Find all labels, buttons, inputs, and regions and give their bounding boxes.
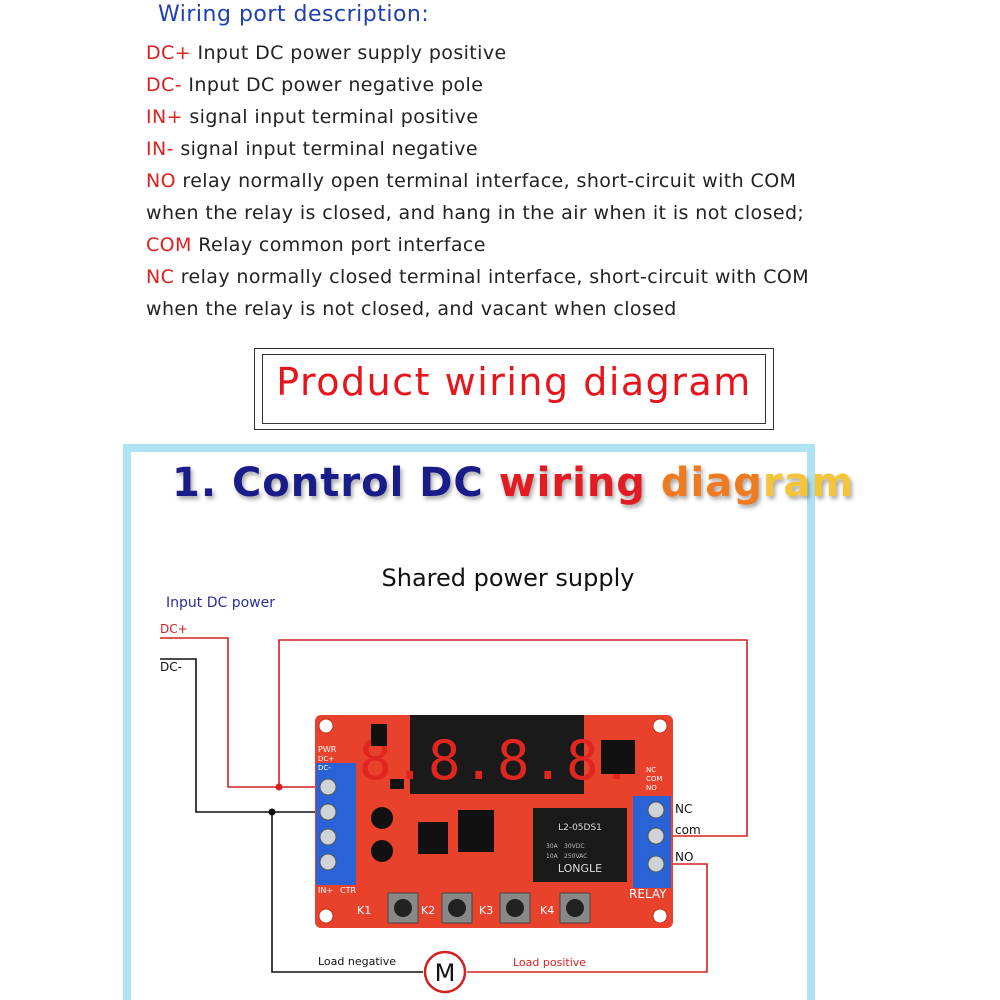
relay-module-board: 8.8.8.8. PWR DC+ DC- IN+ CTR LONGLE L2-0… (315, 715, 673, 928)
relay-spec-3: 10A (546, 853, 559, 860)
k3-label: K3 (479, 904, 493, 917)
relay-label: RELAY (629, 887, 667, 901)
terminal-screw-2 (319, 803, 337, 821)
load-positive-wire (467, 863, 708, 973)
smd-resistor (390, 779, 404, 789)
relay-brand: LONGLE (558, 862, 602, 875)
mount-hole-bl (318, 908, 334, 924)
desc-line-nc: NC relay normally closed terminal interf… (146, 266, 810, 288)
section-title: Product wiring diagram (276, 360, 752, 404)
mount-hole-br (652, 908, 668, 924)
mount-hole-tr (652, 718, 668, 734)
section-box-inner-border (262, 354, 766, 424)
transistor (371, 724, 387, 746)
dc-minus-label: DC- (160, 660, 182, 674)
motor-label: M (435, 959, 456, 987)
input-dc-power-label: Input DC power (166, 595, 275, 611)
seven-segment-display (410, 715, 584, 794)
desc-line-in-minus: IN- signal input terminal negative (146, 138, 478, 160)
desc-line-in-plus: IN+ signal input terminal positive (146, 106, 479, 128)
desc-line-com: COM Relay common port interface (146, 234, 486, 256)
desc-line-dc-minus: DC- Input DC power negative pole (146, 74, 484, 96)
desc-line-no-cont: when the relay is closed, and hang in th… (146, 202, 805, 224)
relay-spec-4: 250VAC (564, 853, 587, 860)
relay-model: L2-05DS1 (558, 823, 602, 833)
board-dc-minus-label: DC- (318, 764, 331, 772)
section-box-outer-border (254, 348, 774, 430)
terminal-screw-4 (319, 853, 337, 871)
load-positive-label: Load positive (513, 956, 586, 969)
dc-plus-wire (160, 637, 337, 788)
k2-label: K2 (421, 904, 435, 917)
board-no-label: NO (646, 784, 657, 792)
button-k2 (441, 892, 473, 924)
panel-heading: 1. Control DC wiring diagram (172, 460, 855, 506)
k1-label: K1 (357, 904, 371, 917)
junction-dc-plus (275, 783, 283, 791)
button-k3 (499, 892, 531, 924)
pwr-label: PWR (318, 745, 337, 754)
capacitor-2 (371, 840, 393, 862)
board-com-label: COM (646, 775, 662, 783)
com-terminal-label: com (675, 823, 701, 837)
section-title-box: Product wiring diagram (254, 348, 774, 430)
no-terminal-label: NO (675, 850, 693, 864)
description-title: Wiring port description: (158, 2, 430, 27)
k4-label: K4 (540, 904, 554, 917)
optocoupler (601, 740, 635, 774)
button-k4 (559, 892, 591, 924)
junction-dc-minus (268, 808, 276, 816)
nc-terminal-label: NC (675, 802, 692, 816)
button-k1 (387, 892, 419, 924)
desc-line-nc-cont: when the relay is not closed, and vacant… (146, 298, 677, 320)
no-screw (647, 855, 665, 873)
nc-screw (647, 801, 665, 819)
ic-chip-2 (458, 810, 494, 852)
relay-spec-1: 30A (546, 843, 559, 850)
terminal-screw-1 (319, 778, 337, 796)
dc-minus-wire (160, 658, 337, 813)
load-negative-wire (271, 812, 423, 973)
capacitor-1 (371, 807, 393, 829)
display-digits: 8.8.8.8. (359, 729, 635, 792)
relay-spec-2: 30VDC (564, 843, 585, 850)
board-dc-plus-label: DC+ (318, 755, 334, 763)
desc-line-no: NO relay normally open terminal interfac… (146, 170, 797, 192)
load-negative-label: Load negative (318, 955, 396, 968)
desc-line-dc-plus: DC+ Input DC power supply positive (146, 42, 507, 64)
board-nc-label: NC (646, 766, 656, 774)
dc-plus-label: DC+ (160, 622, 188, 636)
ic-chip-1 (418, 822, 448, 854)
motor-symbol (423, 950, 467, 994)
relay (533, 808, 627, 882)
com-screw (647, 827, 665, 845)
mount-hole-tl (318, 718, 334, 734)
ctr-label: CTR (340, 886, 356, 895)
diagram-subtitle: Shared power supply (382, 564, 635, 592)
com-wire (278, 639, 748, 837)
terminal-screw-3 (319, 828, 337, 846)
in-plus-label: IN+ (318, 886, 333, 895)
